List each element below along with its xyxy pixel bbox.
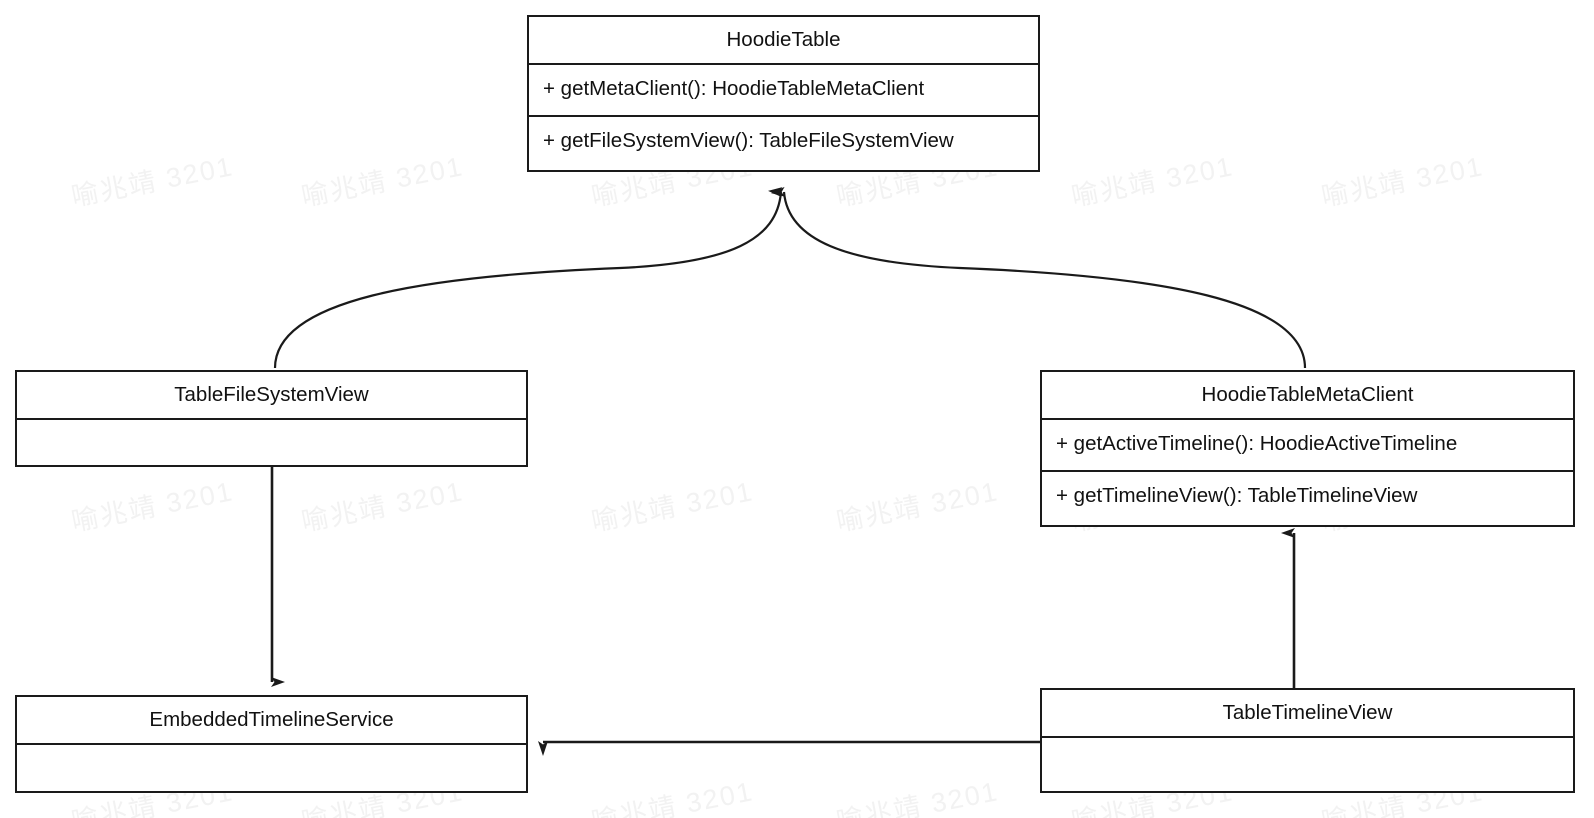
- class-members-hoodie-table: + getMetaClient(): HoodieTableMetaClient…: [529, 65, 1038, 165]
- edge-tfsv-to-hoodietable: [273, 187, 783, 369]
- watermark-text: 喻兆靖 3201: [298, 476, 467, 538]
- class-members-embedded-timeline-service: [17, 745, 526, 795]
- watermark-text: 喻兆靖 3201: [1318, 151, 1487, 213]
- class-members-table-file-system-view: [17, 420, 526, 470]
- watermark-text: 喻兆靖 3201: [588, 776, 757, 818]
- class-title-embedded-timeline-service: EmbeddedTimelineService: [17, 697, 526, 745]
- class-title-hoodie-table: HoodieTable: [529, 17, 1038, 65]
- class-member-get-timeline-view: + getTimelineView(): TableTimelineView: [1042, 470, 1573, 520]
- watermark-text: 喻兆靖 3201: [68, 476, 237, 538]
- watermark-text: 喻兆靖 3201: [1068, 151, 1237, 213]
- watermark-text: 喻兆靖 3201: [588, 476, 757, 538]
- class-box-hoodie-table-meta-client[interactable]: HoodieTableMetaClient + getActiveTimelin…: [1040, 370, 1575, 527]
- class-title-table-file-system-view: TableFileSystemView: [17, 372, 526, 420]
- class-box-table-file-system-view[interactable]: TableFileSystemView: [15, 370, 528, 467]
- class-title-hoodie-table-meta-client: HoodieTableMetaClient: [1042, 372, 1573, 420]
- class-box-hoodie-table[interactable]: HoodieTable + getMetaClient(): HoodieTab…: [527, 15, 1040, 172]
- class-member-get-meta-client: + getMetaClient(): HoodieTableMetaClient: [543, 77, 925, 100]
- class-members-hoodie-table-meta-client: + getActiveTimeline(): HoodieActiveTimel…: [1042, 420, 1573, 520]
- class-member-get-active-timeline: + getActiveTimeline(): HoodieActiveTimel…: [1056, 432, 1458, 455]
- class-member-get-file-system-view: + getFileSystemView(): TableFileSystemVi…: [529, 115, 1038, 165]
- edge-metaclient-to-hoodietable: [771, 186, 1307, 369]
- class-title-table-timeline-view: TableTimelineView: [1042, 690, 1573, 738]
- class-box-table-timeline-view[interactable]: TableTimelineView: [1040, 688, 1575, 793]
- watermark-text: 喻兆靖 3201: [833, 476, 1002, 538]
- class-box-embedded-timeline-service[interactable]: EmbeddedTimelineService: [15, 695, 528, 793]
- watermark-text: 喻兆靖 3201: [833, 776, 1002, 818]
- watermark-text: 喻兆靖 3201: [298, 151, 467, 213]
- class-members-table-timeline-view: [1042, 738, 1573, 788]
- watermark-text: 喻兆靖 3201: [68, 151, 237, 213]
